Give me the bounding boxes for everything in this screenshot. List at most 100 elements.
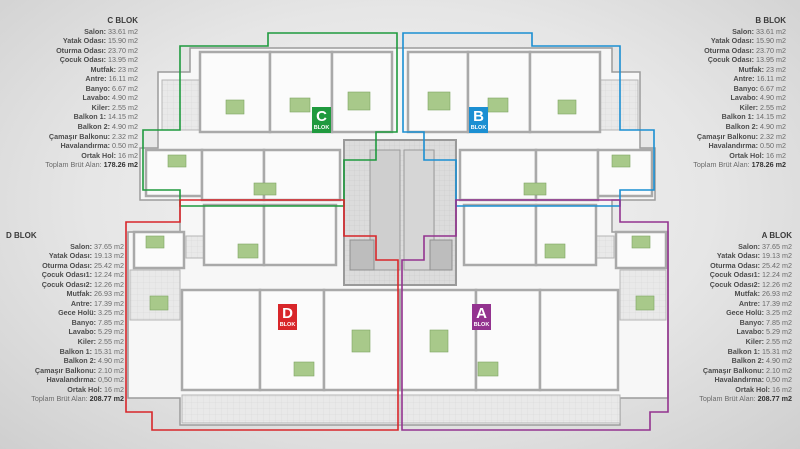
room-area-row: Havalandırma: 0,50 m2 bbox=[6, 375, 124, 385]
room-area: 0,50 m2 bbox=[766, 375, 792, 385]
room-area-row: Çocuk Odası2: 12.26 m2 bbox=[6, 280, 124, 290]
room-area: 5.29 m2 bbox=[98, 327, 124, 337]
room-area-row: Banyo: 6.67 m2 bbox=[662, 84, 786, 94]
d-block-outline bbox=[125, 199, 399, 431]
room-area: 23.70 m2 bbox=[756, 45, 786, 55]
room-name: Havalandırma: bbox=[60, 141, 111, 151]
room-area-row: Gece Holü: 3.25 m2 bbox=[6, 308, 124, 318]
a-block-total: Toplam Brüt Alan: 208.77 m2 bbox=[699, 394, 792, 404]
room-area: 4.90 m2 bbox=[98, 356, 124, 366]
room-name: Kiler: bbox=[739, 102, 759, 112]
room-name: Ortak Hol: bbox=[67, 384, 103, 394]
room-name: Balkon 1: bbox=[73, 112, 107, 122]
c-block-badge: C BLOK bbox=[312, 107, 331, 133]
room-name: Banyo: bbox=[739, 317, 765, 327]
room-area-row: Kiler: 2.55 m2 bbox=[14, 103, 138, 113]
room-name: Oturma Odası: bbox=[56, 45, 107, 55]
room-area-row: Antre: 17.39 m2 bbox=[6, 299, 124, 309]
room-name: Gece Holü: bbox=[58, 308, 97, 318]
room-area: 12.24 m2 bbox=[94, 270, 124, 280]
room-name: Antre: bbox=[738, 298, 761, 308]
room-name: Ortak Hol: bbox=[735, 384, 771, 394]
furniture-accents bbox=[145, 91, 655, 377]
room-area-row: Mutfak: 23 m2 bbox=[14, 65, 138, 75]
room-area-row: Mutfak: 23 m2 bbox=[662, 65, 786, 75]
room-area: 0.50 m2 bbox=[760, 141, 786, 151]
room-name: Lavabo: bbox=[736, 327, 765, 337]
room-area-row: Yatak Odası: 15.90 m2 bbox=[662, 36, 786, 46]
room-area: 4.90 m2 bbox=[760, 121, 786, 131]
room-area-row: Oturma Odası: 23.70 m2 bbox=[662, 46, 786, 56]
room-area: 16.11 m2 bbox=[108, 74, 138, 84]
room-name: Çocuk Odası1: bbox=[709, 270, 761, 280]
room-area-row: Havalandırma: 0.50 m2 bbox=[662, 141, 786, 151]
room-area-row: Çocuk Odası: 13.95 m2 bbox=[14, 55, 138, 65]
room-area: 6.67 m2 bbox=[760, 83, 786, 93]
room-area: 13.95 m2 bbox=[756, 55, 786, 65]
room-area-row: Oturma Odası: 23.70 m2 bbox=[14, 46, 138, 56]
room-name: Balkon 1: bbox=[727, 346, 761, 356]
room-name: Mutfak: bbox=[734, 289, 761, 299]
c-block-title: C BLOK bbox=[107, 16, 138, 25]
room-area-row: Balkon 1: 14.15 m2 bbox=[662, 112, 786, 122]
room-area-row: Balkon 2: 4.90 m2 bbox=[14, 122, 138, 132]
room-area: 2.55 m2 bbox=[98, 336, 124, 346]
room-area-row: Oturma Odası: 25.42 m2 bbox=[674, 261, 792, 271]
room-area: 14.15 m2 bbox=[108, 112, 138, 122]
room-area-row: Salon: 33.61 m2 bbox=[14, 27, 138, 37]
room-area: 15.31 m2 bbox=[762, 346, 792, 356]
room-name: Banyo: bbox=[85, 83, 111, 93]
room-area-row: Yatak Odası: 19.13 m2 bbox=[674, 251, 792, 261]
room-name: Banyo: bbox=[71, 317, 97, 327]
room-area-row: Havalandırma: 0,50 m2 bbox=[674, 375, 792, 385]
room-area: 16 m2 bbox=[104, 384, 124, 394]
room-name: Mutfak: bbox=[66, 289, 93, 299]
room-name: Oturma Odası: bbox=[42, 260, 93, 270]
room-area: 2.10 m2 bbox=[766, 365, 792, 375]
room-name: Lavabo: bbox=[68, 327, 97, 337]
room-name: Çamaşır Balkonu: bbox=[48, 131, 111, 141]
a-block-outline bbox=[401, 199, 669, 431]
room-area-row: Balkon 2: 4.90 m2 bbox=[6, 356, 124, 366]
room-name: Çocuk Odası: bbox=[59, 55, 107, 65]
room-name: Salon: bbox=[738, 241, 761, 251]
room-area: 4.90 m2 bbox=[760, 93, 786, 103]
room-name: Gece Holü: bbox=[726, 308, 765, 318]
room-name: Çamaşır Balkonu: bbox=[34, 365, 97, 375]
room-area-row: Çamaşır Balkonu: 2.10 m2 bbox=[674, 366, 792, 376]
room-area-row: Kiler: 2.55 m2 bbox=[674, 337, 792, 347]
room-area: 2.10 m2 bbox=[98, 365, 124, 375]
room-area: 15.90 m2 bbox=[108, 36, 138, 46]
room-area-row: Yatak Odası: 15.90 m2 bbox=[14, 36, 138, 46]
room-area-row: Balkon 1: 15.31 m2 bbox=[6, 347, 124, 357]
room-area-row: Lavabo: 5.29 m2 bbox=[674, 327, 792, 337]
room-area: 16 m2 bbox=[766, 150, 786, 160]
room-area: 23 m2 bbox=[118, 64, 138, 74]
room-name: Kiler: bbox=[91, 102, 111, 112]
room-area: 33.61 m2 bbox=[108, 26, 138, 36]
d-block-title: D BLOK bbox=[6, 231, 37, 240]
room-name: Havalandırma: bbox=[708, 141, 759, 151]
room-area: 5.29 m2 bbox=[766, 327, 792, 337]
room-name: Balkon 2: bbox=[63, 356, 97, 366]
room-area: 4.90 m2 bbox=[112, 121, 138, 131]
room-area-row: Yatak Odası: 19.13 m2 bbox=[6, 251, 124, 261]
room-name: Banyo: bbox=[733, 83, 759, 93]
room-area: 23 m2 bbox=[766, 64, 786, 74]
room-area: 25.42 m2 bbox=[94, 260, 124, 270]
room-name: Havalandırma: bbox=[714, 375, 765, 385]
room-name: Ortak Hol: bbox=[81, 150, 117, 160]
room-area-row: Salon: 33.61 m2 bbox=[662, 27, 786, 37]
room-area: 15.31 m2 bbox=[94, 346, 124, 356]
room-area-row: Çocuk Odası2: 12.26 m2 bbox=[674, 280, 792, 290]
room-area-row: Antre: 16.11 m2 bbox=[14, 74, 138, 84]
room-area: 12.26 m2 bbox=[94, 279, 124, 289]
room-area: 6.67 m2 bbox=[112, 83, 138, 93]
room-area: 12.26 m2 bbox=[762, 279, 792, 289]
room-area-row: Oturma Odası: 25.42 m2 bbox=[6, 261, 124, 271]
room-area: 26.93 m2 bbox=[762, 289, 792, 299]
room-area: 25.42 m2 bbox=[762, 260, 792, 270]
